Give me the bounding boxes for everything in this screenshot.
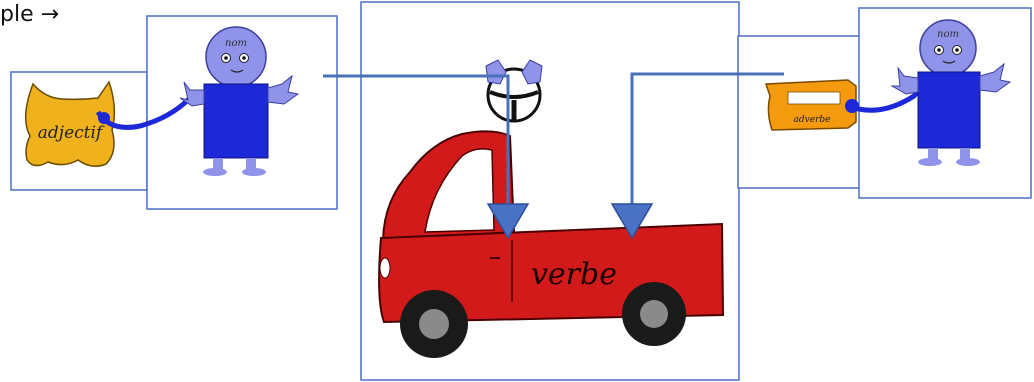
noun-right-leg-l: [928, 148, 938, 160]
adjective-collar-shape: [24, 80, 116, 167]
noun-left-leg-r: [246, 158, 256, 170]
noun-left-label: nom: [225, 38, 247, 49]
steering-hand-left: [485, 59, 507, 85]
noun-left-foot-l: [203, 168, 227, 176]
noun-left-foot-r: [242, 168, 266, 176]
noun-left-character: nom: [179, 26, 300, 176]
noun-right-smile: [942, 60, 956, 64]
noun-left-hand-r: [267, 74, 300, 105]
noun-right-hand-l: [890, 66, 919, 95]
connector-left: [323, 74, 510, 204]
noun-left-pupil-l: [224, 56, 228, 60]
noun-left-body: [203, 83, 269, 159]
noun-left-head: [205, 26, 267, 88]
truck-hub-rear: [640, 300, 668, 328]
adjective-label: adjectif: [38, 123, 105, 143]
noun-right-pupil-l: [937, 48, 941, 52]
noun-right-hand-r: [979, 62, 1012, 93]
verb-label: verbe: [531, 257, 617, 292]
noun-left-leg-l: [213, 158, 223, 170]
noun-left-pupil-r: [242, 56, 246, 60]
noun-right-body: [917, 71, 981, 149]
verb-truck: verbe: [378, 130, 725, 358]
adverb-card: adverbe: [764, 79, 857, 131]
adverb-strap-knot: [845, 99, 859, 113]
truck-hub-front: [419, 309, 449, 339]
noun-right-label: nom: [937, 29, 959, 40]
arrow-down-left: [486, 203, 530, 240]
steering-hand-right: [521, 59, 543, 85]
adjective-card: adjectif: [24, 80, 116, 167]
truck-window: [424, 148, 495, 233]
steering-wheel: [485, 59, 543, 123]
adverb-slot: [787, 91, 841, 105]
noun-right-foot-l: [918, 158, 942, 166]
arrow-down-right: [610, 203, 654, 240]
connector-right: [630, 72, 784, 204]
noun-left-smile: [230, 69, 244, 73]
connectors: [323, 72, 784, 204]
noun-right-foot-r: [956, 158, 980, 166]
noun-right-leg-r: [960, 148, 970, 160]
noun-right-pupil-r: [955, 48, 959, 52]
header-text: ple →: [0, 2, 60, 27]
strap-knot: [98, 112, 110, 124]
noun-right-character: nom: [890, 19, 1012, 166]
adverb-label: adverbe: [794, 115, 831, 125]
truck-headlight: [379, 257, 391, 279]
noun-left-hand-l: [179, 81, 205, 107]
